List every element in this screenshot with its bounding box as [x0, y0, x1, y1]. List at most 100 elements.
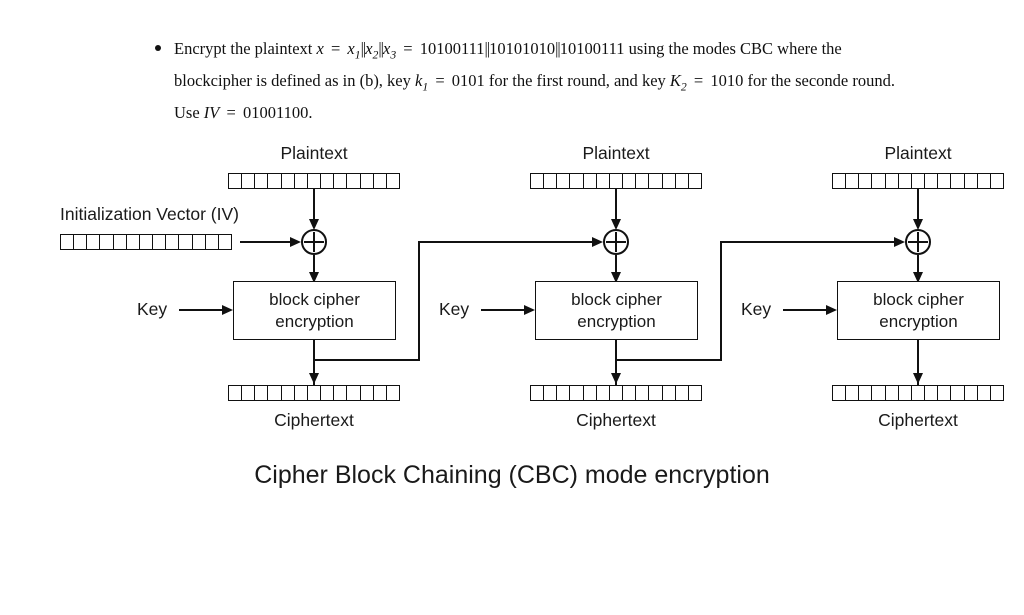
bit-cell [859, 174, 873, 188]
concat-4: || [555, 39, 561, 58]
stage-1-key-line [179, 309, 231, 311]
stage-1-block-cipher-box: block cipher encryption [233, 281, 396, 340]
concat-3: || [484, 39, 491, 58]
stage-3-cipher-to-ciphertext-line [917, 340, 919, 386]
stage-1-cipher-to-ciphertext-line [313, 340, 315, 386]
bit-cell [544, 174, 558, 188]
bit-cell [965, 386, 978, 400]
iv-value: 01001100 [242, 102, 309, 122]
bit-cell [334, 174, 348, 188]
bit-cell [676, 386, 689, 400]
stage-1-xor-to-cipher-line [313, 255, 315, 283]
stage-2-key-line [481, 309, 533, 311]
bit-cell [229, 174, 243, 188]
stage-1-xor-to-cipher-arrowhead [308, 272, 319, 283]
stage-1-key-arrowhead [222, 304, 233, 315]
var-k1: k1 [415, 70, 429, 94]
bit-cell [886, 386, 899, 400]
bit-cell [544, 386, 558, 400]
stage-2-key-arrowhead [524, 304, 535, 315]
bit-cell [846, 174, 860, 188]
bit-cell [991, 386, 1003, 400]
bit-cell [978, 386, 991, 400]
bit-cell [872, 386, 886, 400]
bit-cell [965, 174, 978, 188]
stage-1-cipher-to-ciphertext-arrowhead [308, 373, 319, 384]
iv-label: Initialization Vector (IV) [60, 204, 239, 224]
stage-1-plaintext-register [228, 173, 400, 189]
var-x1: x1 [347, 39, 361, 62]
bit-cell [676, 174, 689, 188]
stage-3-cipher-to-ciphertext-arrowhead [912, 373, 923, 384]
feedback-2-riser [720, 242, 722, 360]
var-x1-sub: 1 [354, 48, 361, 62]
bit-cell [663, 174, 676, 188]
bit-cell [833, 174, 847, 188]
stage-1-plaintext-label: Plaintext [280, 143, 348, 163]
plaintext-block-2: 10101010 [489, 39, 556, 58]
bit-cell [636, 386, 650, 400]
sentence-period: . [308, 102, 313, 122]
stage-1-cipher-line1: block cipher [269, 289, 360, 309]
stage-3-xor-to-cipher-arrowhead [912, 272, 923, 283]
problem-line3-b: for the seconde round. Use [174, 70, 895, 122]
bit-cell [597, 386, 610, 400]
bit-cell [387, 174, 399, 188]
bit-cell [242, 174, 256, 188]
bit-cell [557, 386, 571, 400]
bit-cell [951, 386, 965, 400]
stage-2-key-label: Key [439, 299, 470, 319]
bit-cell [61, 235, 75, 249]
bit-cell [268, 174, 282, 188]
bit-cell [229, 386, 243, 400]
var-k2: K2 [669, 70, 687, 94]
bit-cell [623, 174, 637, 188]
stage-3-plaintext-to-xor-line [917, 189, 919, 225]
bit-cell [689, 386, 701, 400]
stage-3-ciphertext-register [832, 385, 1004, 401]
feedback-2-arrowhead [894, 236, 905, 247]
feedback-2-horizontal-bottom [615, 359, 722, 361]
stage-2-cipher-to-ciphertext-arrowhead [610, 373, 621, 384]
bit-cell [295, 386, 308, 400]
stage-3-xor-to-cipher-line [917, 255, 919, 283]
bit-cell [689, 174, 701, 188]
bit-cell [584, 174, 597, 188]
stage-3-xor-icon [905, 229, 931, 255]
stage-1-ciphertext-label: Ciphertext [274, 410, 354, 430]
equals-1: = [326, 39, 345, 58]
bit-cell [166, 235, 180, 249]
bit-cell [557, 174, 571, 188]
bit-cell [347, 386, 361, 400]
bit-cell [938, 386, 952, 400]
var-k1-sub: 1 [422, 80, 429, 94]
equals-4: = [689, 70, 708, 90]
bit-cell [912, 386, 926, 400]
stage-2-xor-to-cipher-line [615, 255, 617, 283]
bit-cell [361, 386, 374, 400]
bit-cell [242, 386, 256, 400]
bit-cell [899, 386, 912, 400]
bit-cell [321, 386, 335, 400]
bit-cell [334, 386, 348, 400]
equals-5: = [222, 102, 240, 122]
bit-cell [179, 235, 193, 249]
problem-line2-b: for the first round, and [484, 70, 638, 90]
concat-2: || [378, 39, 384, 58]
bit-cell [610, 174, 624, 188]
problem-line1-pre: Encrypt the plaintext [174, 39, 317, 58]
var-k2-sub: 2 [680, 80, 687, 94]
bit-cell [623, 386, 637, 400]
bit-cell [374, 386, 387, 400]
bit-cell [846, 386, 860, 400]
bit-cell [649, 386, 663, 400]
bit-cell [570, 174, 584, 188]
bit-cell [951, 174, 965, 188]
equals-3: = [431, 70, 449, 90]
bit-cell [282, 174, 295, 188]
problem-text: Encrypt the plaintext x = x1||x2||x3 = 1… [174, 36, 920, 125]
bit-cell [663, 386, 676, 400]
bit-cell [531, 386, 545, 400]
bit-cell [912, 174, 926, 188]
